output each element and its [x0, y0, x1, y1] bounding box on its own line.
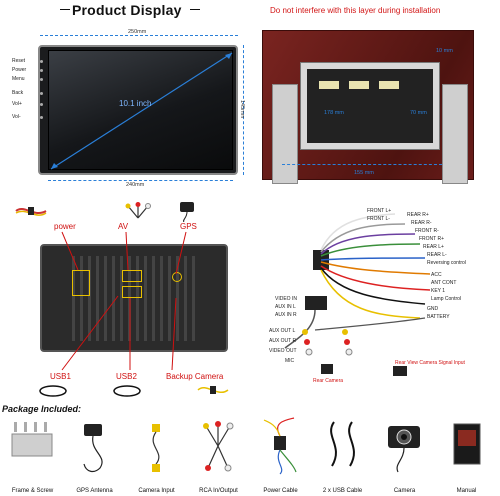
harness-key1: KEY 1	[431, 288, 446, 294]
package-item-rca: RCA In/Output	[188, 416, 249, 496]
dim-cage-bottom: 155 mm	[354, 170, 374, 176]
port-backup-label: Backup Camera	[166, 372, 224, 381]
package-label-rca: RCA In/Output	[199, 488, 238, 494]
harness-front-r-minus: FRONT R-	[415, 228, 439, 234]
harness-aux-out-r: AUX OUT R	[269, 338, 297, 344]
display-screen: 10.1 inch	[48, 50, 233, 170]
package-label-power: Power Cable	[263, 488, 298, 494]
harness-reversing: Reversing control	[427, 260, 466, 266]
harness-front-l-plus: FRONT L+	[367, 208, 392, 214]
package-label-manual: Manual	[456, 488, 477, 494]
harness-lamp: Lamp Control	[431, 296, 462, 302]
back-label: Back	[12, 90, 24, 96]
package-label-frame: Frame & Screw	[11, 488, 54, 494]
package-item-manual: Manual	[436, 416, 497, 496]
harness-rear-camera: Rear Camera	[313, 378, 344, 384]
power-cable-icon	[14, 204, 48, 218]
harness-video-in: VIDEO IN	[275, 296, 297, 302]
port-gps-label: GPS	[180, 222, 197, 231]
harness-rear-l-minus: REAR L-	[427, 252, 447, 258]
voldown-label: Vol-	[12, 114, 21, 120]
harness-mic: MIC	[285, 358, 295, 364]
mount-frame-view: 10 mm 178 mm 70 mm 155 mm	[262, 22, 498, 192]
volup-label: Vol+	[12, 101, 22, 107]
dim-height: 145mm	[239, 100, 245, 119]
package-label-usb: 2 x USB Cable	[322, 488, 363, 494]
metal-cage	[300, 62, 440, 150]
dim-width-bottom: 240mm	[126, 182, 145, 188]
harness-rear-l-plus: REAR L+	[423, 244, 444, 250]
wiring-harness-diagram: FRONT L+ FRONT L- REAR R+ REAR R- FRONT …	[255, 200, 500, 400]
harness-rear-cam-signal: Rear View Camera Signal Input	[395, 360, 465, 366]
harness-acc: ACC	[431, 272, 442, 278]
gps-port	[172, 272, 182, 282]
port-usb2-label: USB2	[116, 372, 137, 381]
av-port	[122, 270, 142, 282]
title-rule-left	[60, 9, 70, 10]
harness-front-l-minus: FRONT L-	[367, 216, 390, 222]
package-item-usb: 2 x USB Cable	[312, 416, 373, 496]
dim-depth: 10 mm	[436, 48, 453, 54]
rear-housing	[40, 244, 228, 352]
harness-aux-out-l: AUX OUT L	[269, 328, 296, 334]
package-item-camera: Camera	[374, 416, 435, 496]
page-title: Product Display	[72, 2, 182, 18]
title-rule-right	[190, 9, 200, 10]
harness-aux-in-r: AUX IN R	[275, 312, 297, 318]
port-power-label: power	[54, 222, 76, 231]
usb1-cable-icon	[38, 384, 68, 398]
port-usb1-label: USB1	[50, 372, 71, 381]
power-port	[72, 270, 90, 296]
diagonal-label: 10.1 inch	[119, 99, 152, 108]
right-bracket	[442, 84, 468, 184]
package-label-gps: GPS Antenna	[76, 488, 113, 494]
head-unit-front: 250mm 10.1 inch Reset Power Menu Back Vo…	[0, 20, 250, 188]
usb2-cable-icon	[112, 384, 142, 398]
dim-cage-height: 70 mm	[410, 110, 427, 116]
rear-panel-view: power AV GPS USB1 USB2 Backup Camera	[0, 198, 250, 403]
power-label: Power	[12, 67, 27, 73]
package-item-camera-input: Camera Input	[126, 416, 187, 496]
side-buttons[interactable]	[40, 60, 44, 122]
reset-label: Reset	[12, 58, 26, 64]
left-bracket	[272, 84, 298, 184]
harness-video-out: VIDEO OUT	[269, 348, 297, 354]
harness-front-r-plus: FRONT R+	[419, 236, 445, 242]
backup-cable-icon	[196, 382, 230, 398]
package-title: Package Included:	[2, 404, 82, 414]
package-item-frame: Frame & Screw	[2, 416, 63, 496]
port-av-label: AV	[118, 222, 129, 231]
dim-cage-width: 178 mm	[324, 110, 344, 116]
harness-ant-cont: ANT CONT	[431, 280, 457, 286]
harness-rear-r-minus: REAR R-	[411, 220, 432, 226]
harness-battery: BATTERY	[427, 314, 450, 320]
usb-port	[122, 286, 142, 298]
harness-rear-r-plus: REAR R+	[407, 212, 429, 218]
gps-antenna-icon	[178, 200, 196, 223]
menu-label: Menu	[12, 76, 25, 82]
installation-note: Do not interfere with this layer during …	[270, 6, 441, 15]
harness-aux-in-l: AUX IN L	[275, 304, 296, 310]
package-label-camera: Camera	[393, 488, 416, 494]
av-cable-icon	[118, 202, 158, 220]
package-item-gps: GPS Antenna	[64, 416, 125, 496]
harness-gnd: GND	[427, 306, 439, 312]
package-label-camera-input: Camera Input	[138, 488, 175, 494]
package-item-power: Power Cable	[250, 416, 311, 496]
dim-width-top: 250mm	[128, 29, 147, 35]
